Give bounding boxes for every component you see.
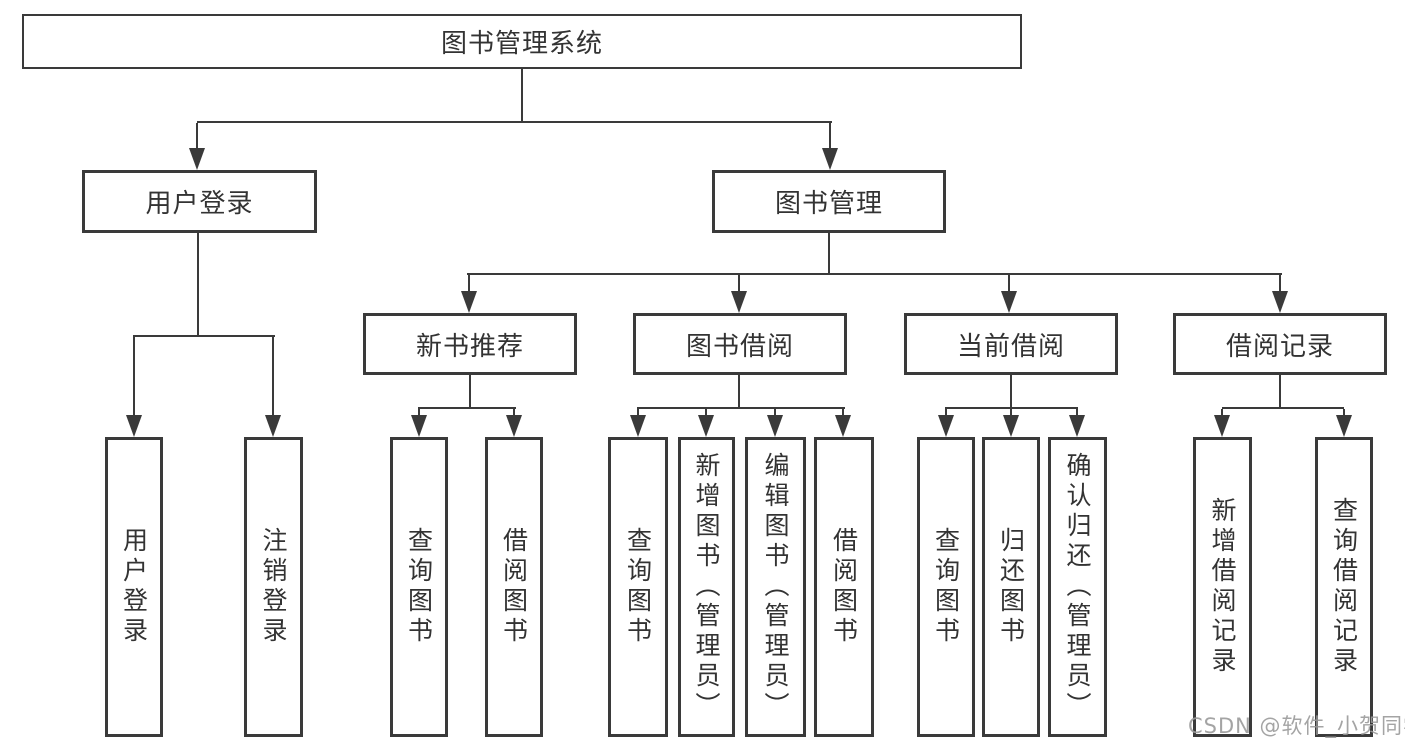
leaf-query-books: 查询图书 [390,437,448,737]
leaf-label: 用户登录 [119,527,149,647]
line [705,409,707,417]
node-label: 借阅记录 [1225,331,1334,362]
arrowhead-icon [822,148,838,170]
line [197,233,199,337]
line [1279,275,1281,293]
leaf-label: 查询图书 [404,527,434,647]
line [945,407,1078,409]
line [1222,407,1344,409]
arrowhead-icon [1069,415,1085,437]
line [1076,409,1078,417]
leaf-query-borrow-record: 查询借阅记录 [1315,437,1373,737]
line [1221,409,1223,417]
leaf-label: 注销登录 [259,527,288,647]
csdn-watermark: CSDN @软件_小贺同学 [1188,714,1405,738]
line [738,375,740,409]
arrowhead-icon [1001,291,1017,313]
leaf-query-books: 查询图书 [917,437,975,737]
line [774,409,776,417]
leaf-add-borrow-record: 新增借阅记录 [1193,437,1252,737]
leaf-label: 新增借阅记录 [1208,497,1237,677]
leaf-return-books: 归还图书 [982,437,1040,737]
line [738,275,740,293]
node-borrow-records: 借阅记录 [1173,313,1387,375]
node-new-book-recommend: 新书推荐 [363,313,577,375]
node-label: 新书推荐 [415,331,524,362]
leaf-query-books: 查询图书 [608,437,668,737]
arrowhead-icon [630,415,646,437]
arrowhead-icon [1336,415,1352,437]
arrowhead-icon [1272,291,1288,313]
arrowhead-icon [411,415,427,437]
line [133,337,135,417]
line [1343,409,1345,417]
node-current-borrowing: 当前借阅 [904,313,1118,375]
line [1279,375,1281,409]
leaf-logout: 注销登录 [244,437,303,737]
arrowhead-icon [126,415,142,437]
node-library-system: 图书管理系统 [22,14,1022,69]
arrowhead-icon [1214,415,1230,437]
leaf-label: 编辑图书（管理员） [761,452,790,722]
line [418,409,420,417]
line [467,273,1282,275]
arrowhead-icon [1003,415,1019,437]
leaf-label: 新增图书（管理员） [692,452,721,722]
line [468,275,470,293]
arrowhead-icon [835,415,851,437]
line [197,121,832,123]
arrowhead-icon [698,415,714,437]
line [418,407,516,409]
leaf-add-book-admin: 新增图书（管理员） [678,437,735,737]
leaf-label: 借阅图书 [829,527,859,647]
line [196,123,198,150]
leaf-label: 借阅图书 [499,527,529,647]
line [521,69,523,123]
arrowhead-icon [506,415,522,437]
line [637,407,845,409]
node-label: 图书管理系统 [440,29,603,59]
line [945,409,947,417]
leaf-edit-book-admin: 编辑图书（管理员） [745,437,806,737]
leaf-label: 查询图书 [623,527,653,647]
line [133,335,275,337]
node-label: 图书管理 [774,189,883,219]
arrowhead-icon [189,148,205,170]
arrowhead-icon [461,291,477,313]
node-book-management: 图书管理 [712,170,946,233]
leaf-borrow-books: 借阅图书 [485,437,543,737]
leaf-label: 查询借阅记录 [1329,497,1359,677]
arrowhead-icon [767,415,783,437]
line [272,337,274,417]
line [469,375,471,409]
line [828,233,830,275]
line [1010,409,1012,417]
node-label: 当前借阅 [956,331,1065,362]
line [829,123,831,150]
leaf-borrow-books: 借阅图书 [814,437,874,737]
node-book-borrowing: 图书借阅 [633,313,847,375]
node-label: 用户登录 [145,189,254,219]
line [1008,275,1010,293]
line [513,409,515,417]
leaf-confirm-return-admin: 确认归还（管理员） [1048,437,1107,737]
line [1010,375,1012,409]
leaf-label: 确认归还（管理员） [1063,452,1092,722]
arrowhead-icon [265,415,281,437]
leaf-user-login: 用户登录 [105,437,163,737]
node-label: 图书借阅 [685,331,794,362]
arrowhead-icon [731,291,747,313]
line [842,409,844,417]
node-user-login: 用户登录 [82,170,317,233]
leaf-label: 查询图书 [931,527,961,647]
line [637,409,639,417]
leaf-label: 归还图书 [996,527,1026,647]
arrowhead-icon [938,415,954,437]
